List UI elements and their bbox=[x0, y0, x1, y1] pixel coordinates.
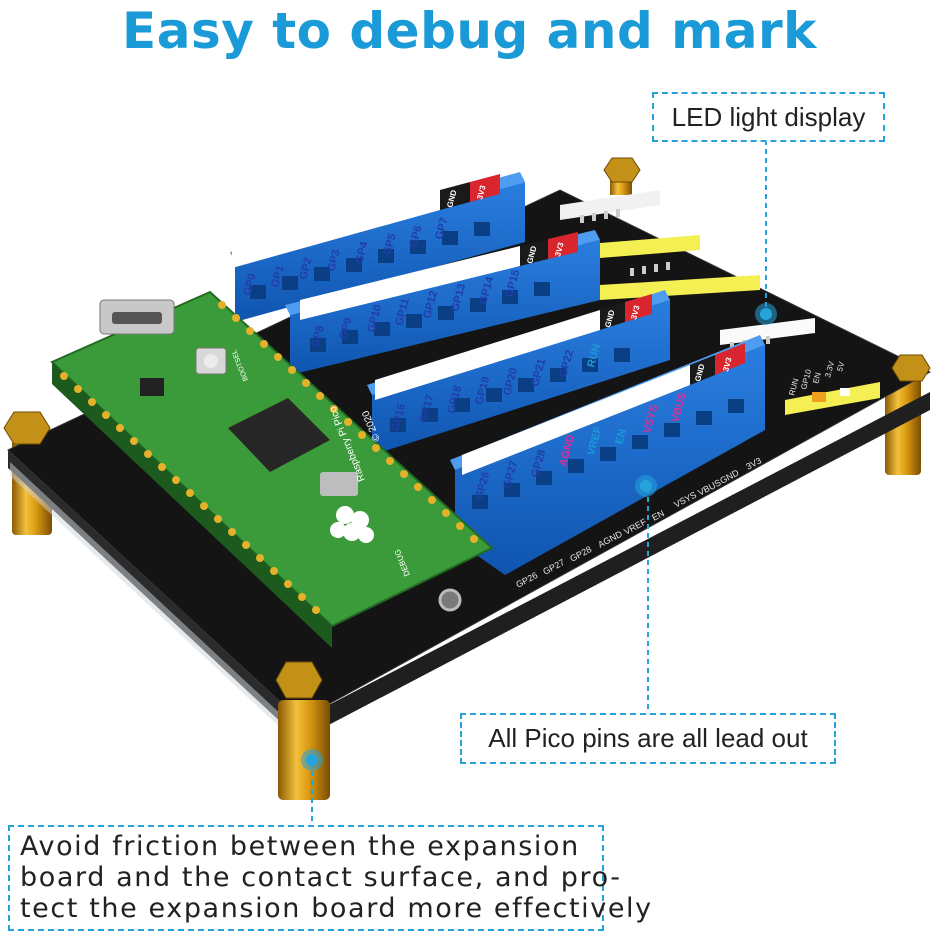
side-silk-label: RUN bbox=[787, 377, 800, 396]
terminal-row-1 bbox=[230, 172, 525, 322]
board-edge-front-right bbox=[300, 392, 930, 740]
friction-callout-line: tect the expansion board more effectivel… bbox=[20, 893, 653, 924]
friction-callout-line: board and the contact surface, and pro- bbox=[20, 862, 622, 893]
row1-pin-label: GP6 bbox=[407, 224, 424, 248]
callout-markers bbox=[301, 140, 777, 824]
row3-3v3-label: 3V3 bbox=[629, 304, 642, 321]
row1-pin-label: GP5 bbox=[381, 232, 398, 256]
terminal-row-3 bbox=[367, 290, 670, 455]
led-display-callout: LED light display bbox=[652, 92, 885, 142]
led-orange bbox=[812, 392, 826, 402]
row3-gnd-label: GND bbox=[603, 309, 616, 329]
pico-pins-callout: All Pico pins are all lead out bbox=[460, 713, 836, 764]
row3-pin-label: RUN bbox=[585, 343, 603, 369]
row4-pin-label: EN bbox=[613, 428, 629, 446]
row1-3v3-label: 3V3 bbox=[475, 184, 488, 201]
side-silk-label: 5V bbox=[835, 360, 846, 372]
row4-gnd-label: GND bbox=[693, 363, 706, 383]
row1-pin-label: GP2 bbox=[297, 256, 314, 280]
row2-3v3-label: 3V3 bbox=[553, 241, 566, 258]
terminal-screws bbox=[250, 222, 744, 509]
row4-3v3-label: 3V3 bbox=[721, 356, 734, 373]
side-silk-label: 3.3V bbox=[823, 360, 836, 379]
row1-pin-label: GP3 bbox=[325, 248, 342, 272]
row1-pin-label: GP1 bbox=[269, 264, 286, 288]
mounting-hole bbox=[438, 588, 462, 612]
standoff-nuts bbox=[3, 157, 931, 699]
friction-callout: Avoid friction between the expansion boa… bbox=[8, 825, 653, 931]
row2-gnd-label: GND bbox=[525, 245, 538, 265]
row1-pin-label: GP4 bbox=[353, 240, 371, 265]
raspberry-pi-logo bbox=[330, 506, 374, 543]
rp2040-chip bbox=[228, 398, 330, 472]
pico-board: Raspberry Pi Pico © 2020 BOOTSEL DEBUG bbox=[50, 290, 494, 648]
page-title: Easy to debug and mark bbox=[122, 2, 817, 60]
row2-pin-label: GP8 bbox=[309, 324, 326, 348]
row1-pin-label: GP0 bbox=[241, 272, 258, 296]
row2-pin-label: GP9 bbox=[337, 316, 354, 340]
led-header-area bbox=[560, 190, 880, 415]
standoff-front bbox=[278, 700, 330, 800]
led-white bbox=[840, 388, 850, 396]
friction-callout-line: Avoid friction between the expansion bbox=[20, 831, 580, 862]
side-silk-label: EN bbox=[811, 371, 823, 384]
row1-pin-label: GP7 bbox=[433, 216, 450, 240]
